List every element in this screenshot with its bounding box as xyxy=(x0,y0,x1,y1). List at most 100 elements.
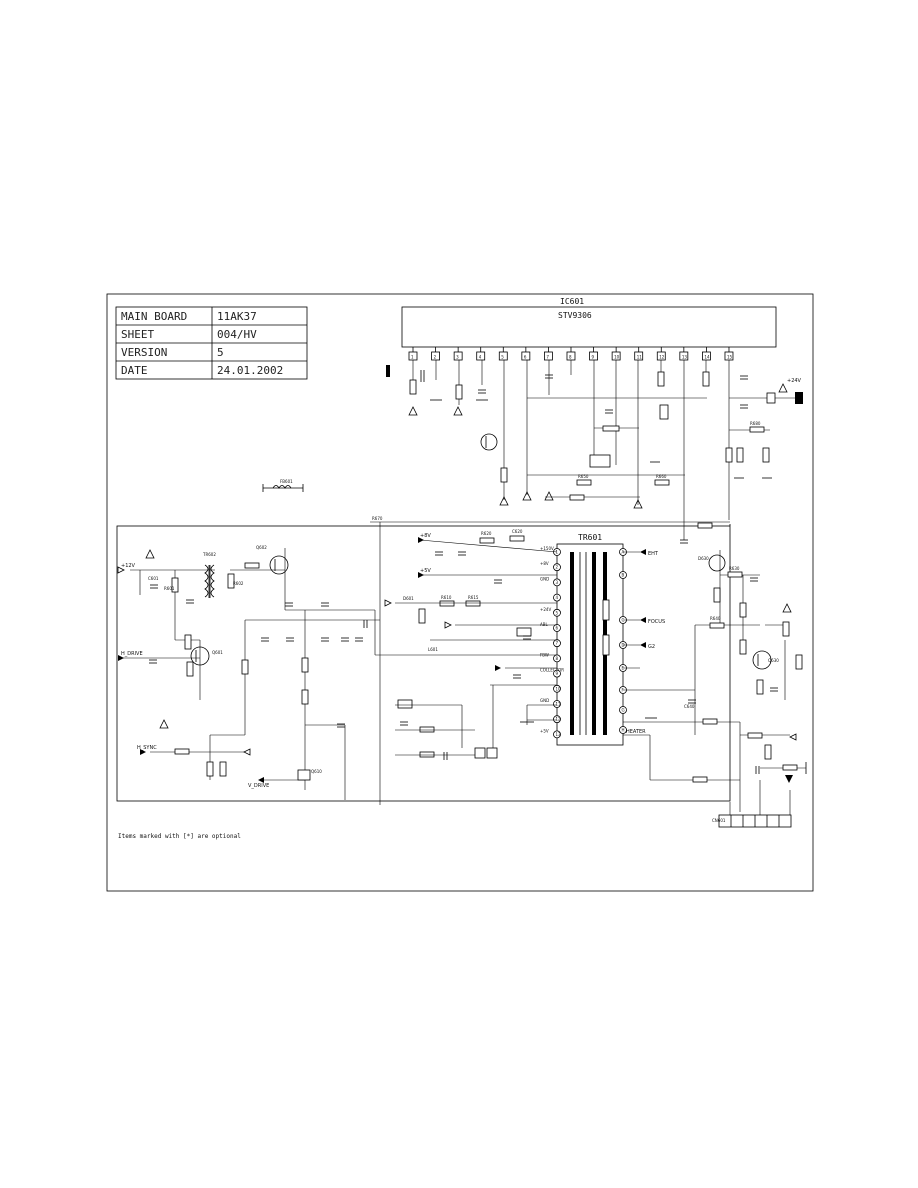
tr601-left-pin-label: +8V xyxy=(540,561,549,566)
ref-d601: D601 xyxy=(403,596,414,601)
inductor-l604 xyxy=(262,484,304,492)
tr601-left-pin-number: 3 xyxy=(556,580,559,585)
label-vdrive: V_DRIVE xyxy=(248,783,269,789)
title-label-version: VERSION xyxy=(121,346,167,359)
tr601-ref: TR601 xyxy=(578,533,602,542)
ref-cn601: CN601 xyxy=(712,818,726,823)
ref-q610: Q610 xyxy=(311,769,322,774)
ref-fb601: FB601 xyxy=(280,479,293,484)
ref-q602: Q602 xyxy=(256,545,267,550)
ic601-pin-number: 12 xyxy=(659,355,665,360)
tr601-left-pin-label: +5V xyxy=(540,728,549,733)
tr601-left-pin-number: 10 xyxy=(556,686,562,691)
tr601-left-pin xyxy=(553,730,561,739)
ic601-pin-number: 6 xyxy=(524,355,527,360)
right-region xyxy=(680,539,807,828)
tr601-left-pin-number: 5 xyxy=(556,610,559,615)
tr601-left-pin-label: +150V xyxy=(540,546,554,551)
ic601-pin-number: 10 xyxy=(614,355,620,360)
ref-l601: L601 xyxy=(428,647,438,652)
tr601-right-pin-letter: B xyxy=(622,573,625,578)
sheet-frame xyxy=(106,293,814,892)
ic601-pin-number: 15 xyxy=(727,355,733,360)
ref-r620: R620 xyxy=(481,531,492,536)
ic-top-wiring xyxy=(370,360,800,805)
label-plus8v: +8V xyxy=(420,533,431,539)
ref-r615: R615 xyxy=(468,595,479,600)
ic601-part: STV9306 xyxy=(558,311,592,320)
tr601-left-pin-number: 2 xyxy=(556,565,559,570)
ic601-pin-number: 1 xyxy=(411,355,414,360)
tr601-left-pin xyxy=(553,563,561,572)
title-label-main-board: MAIN BOARD xyxy=(121,310,187,323)
ref-tr602: TR602 xyxy=(202,552,216,557)
label-hsync: H_SYNC xyxy=(137,745,157,751)
tr601-left-pin xyxy=(553,700,561,708)
ic601-pin-number: 9 xyxy=(592,355,595,360)
label-plus12v-left: +12V xyxy=(121,563,136,569)
ref-r602: R602 xyxy=(233,581,244,586)
title-value-version: 5 xyxy=(217,346,224,359)
title-value-sheet: 004/HV xyxy=(217,328,257,341)
tr601-left-pin-number: 12 xyxy=(556,717,562,722)
tr601-left-pin-number: 4 xyxy=(556,595,559,600)
ic601-pin-number: 3 xyxy=(456,355,459,360)
ic601-pin-number: 5 xyxy=(501,355,504,360)
label-g2: G2 xyxy=(648,644,655,650)
ic601-pin-number: 2 xyxy=(434,355,437,360)
label-plus5v: +5V xyxy=(420,568,431,574)
ic601-ref: IC601 xyxy=(560,297,584,306)
ref-r680: R680 xyxy=(750,421,761,426)
tr601-left-pin-label: GND xyxy=(540,698,549,703)
tr601-left-pin xyxy=(553,608,561,617)
tr601-left-pin-label: ABL xyxy=(540,622,548,627)
ic601-pin-number: 4 xyxy=(479,355,482,360)
middle-supply-network xyxy=(395,539,760,781)
middle-components xyxy=(384,535,758,760)
ic601-pin-number: 8 xyxy=(569,355,572,360)
ic601-pin-number: 11 xyxy=(637,355,643,360)
top-components xyxy=(386,365,803,529)
tr601-right-pin xyxy=(619,571,627,579)
tr601-left-pin xyxy=(553,624,561,632)
label-eht: EHT xyxy=(648,551,659,557)
footnote-optional-items: Items marked with [*] are optional xyxy=(118,833,241,840)
label-heater: HEATER xyxy=(626,729,646,735)
tr601-left-pin-label: +24V xyxy=(540,607,551,612)
tr601-transformer: TR601 1+150V2+8V3GND45+24V6ABL78FBW9COLL… xyxy=(540,533,627,746)
lower-circuit-frame xyxy=(116,525,731,802)
ref-r660: R660 xyxy=(656,474,667,479)
ref-q630: Q630 xyxy=(768,658,779,663)
tr601-right-pin xyxy=(619,726,627,734)
tr601-left-pin-number: 13 xyxy=(556,732,562,737)
ref-q601: Q601 xyxy=(212,650,223,655)
connector-cn601 xyxy=(718,814,792,828)
tr601-left-pin xyxy=(553,669,561,678)
title-block: MAIN BOARD 11AK37 SHEET 004/HV VERSION 5… xyxy=(115,306,308,380)
tr601-right-pin xyxy=(619,706,627,714)
tr601-left-pin-label: COLLECTOR xyxy=(540,668,564,673)
ref-r640: R640 xyxy=(710,616,721,621)
ic601-pin-number: 14 xyxy=(704,355,710,360)
tr601-left-pin-number: 11 xyxy=(556,702,562,707)
tr601-left-pin-number: 7 xyxy=(556,641,559,646)
ref-d630: D630 xyxy=(698,556,709,561)
tr601-left-pin-number: 8 xyxy=(556,656,559,661)
horizontal-drive-stage xyxy=(117,548,557,800)
ref-c640: C640 xyxy=(684,704,695,709)
ref-c601: C601 xyxy=(148,576,159,581)
ref-r610: R610 xyxy=(441,595,452,600)
tr601-left-pin xyxy=(553,593,561,602)
ref-c620: C620 xyxy=(512,529,523,534)
label-hdrive: H_DRIVE xyxy=(121,651,143,657)
tr601-left-pin-number: 6 xyxy=(556,626,559,631)
ic601-pin-number: 7 xyxy=(546,355,549,360)
ref-r601: R601 xyxy=(164,586,175,591)
tr601-left-pin xyxy=(553,715,561,724)
ic601-pin-number: 13 xyxy=(682,355,688,360)
label-plus24v: +24V xyxy=(787,378,802,384)
ref-r650: R650 xyxy=(578,474,589,479)
